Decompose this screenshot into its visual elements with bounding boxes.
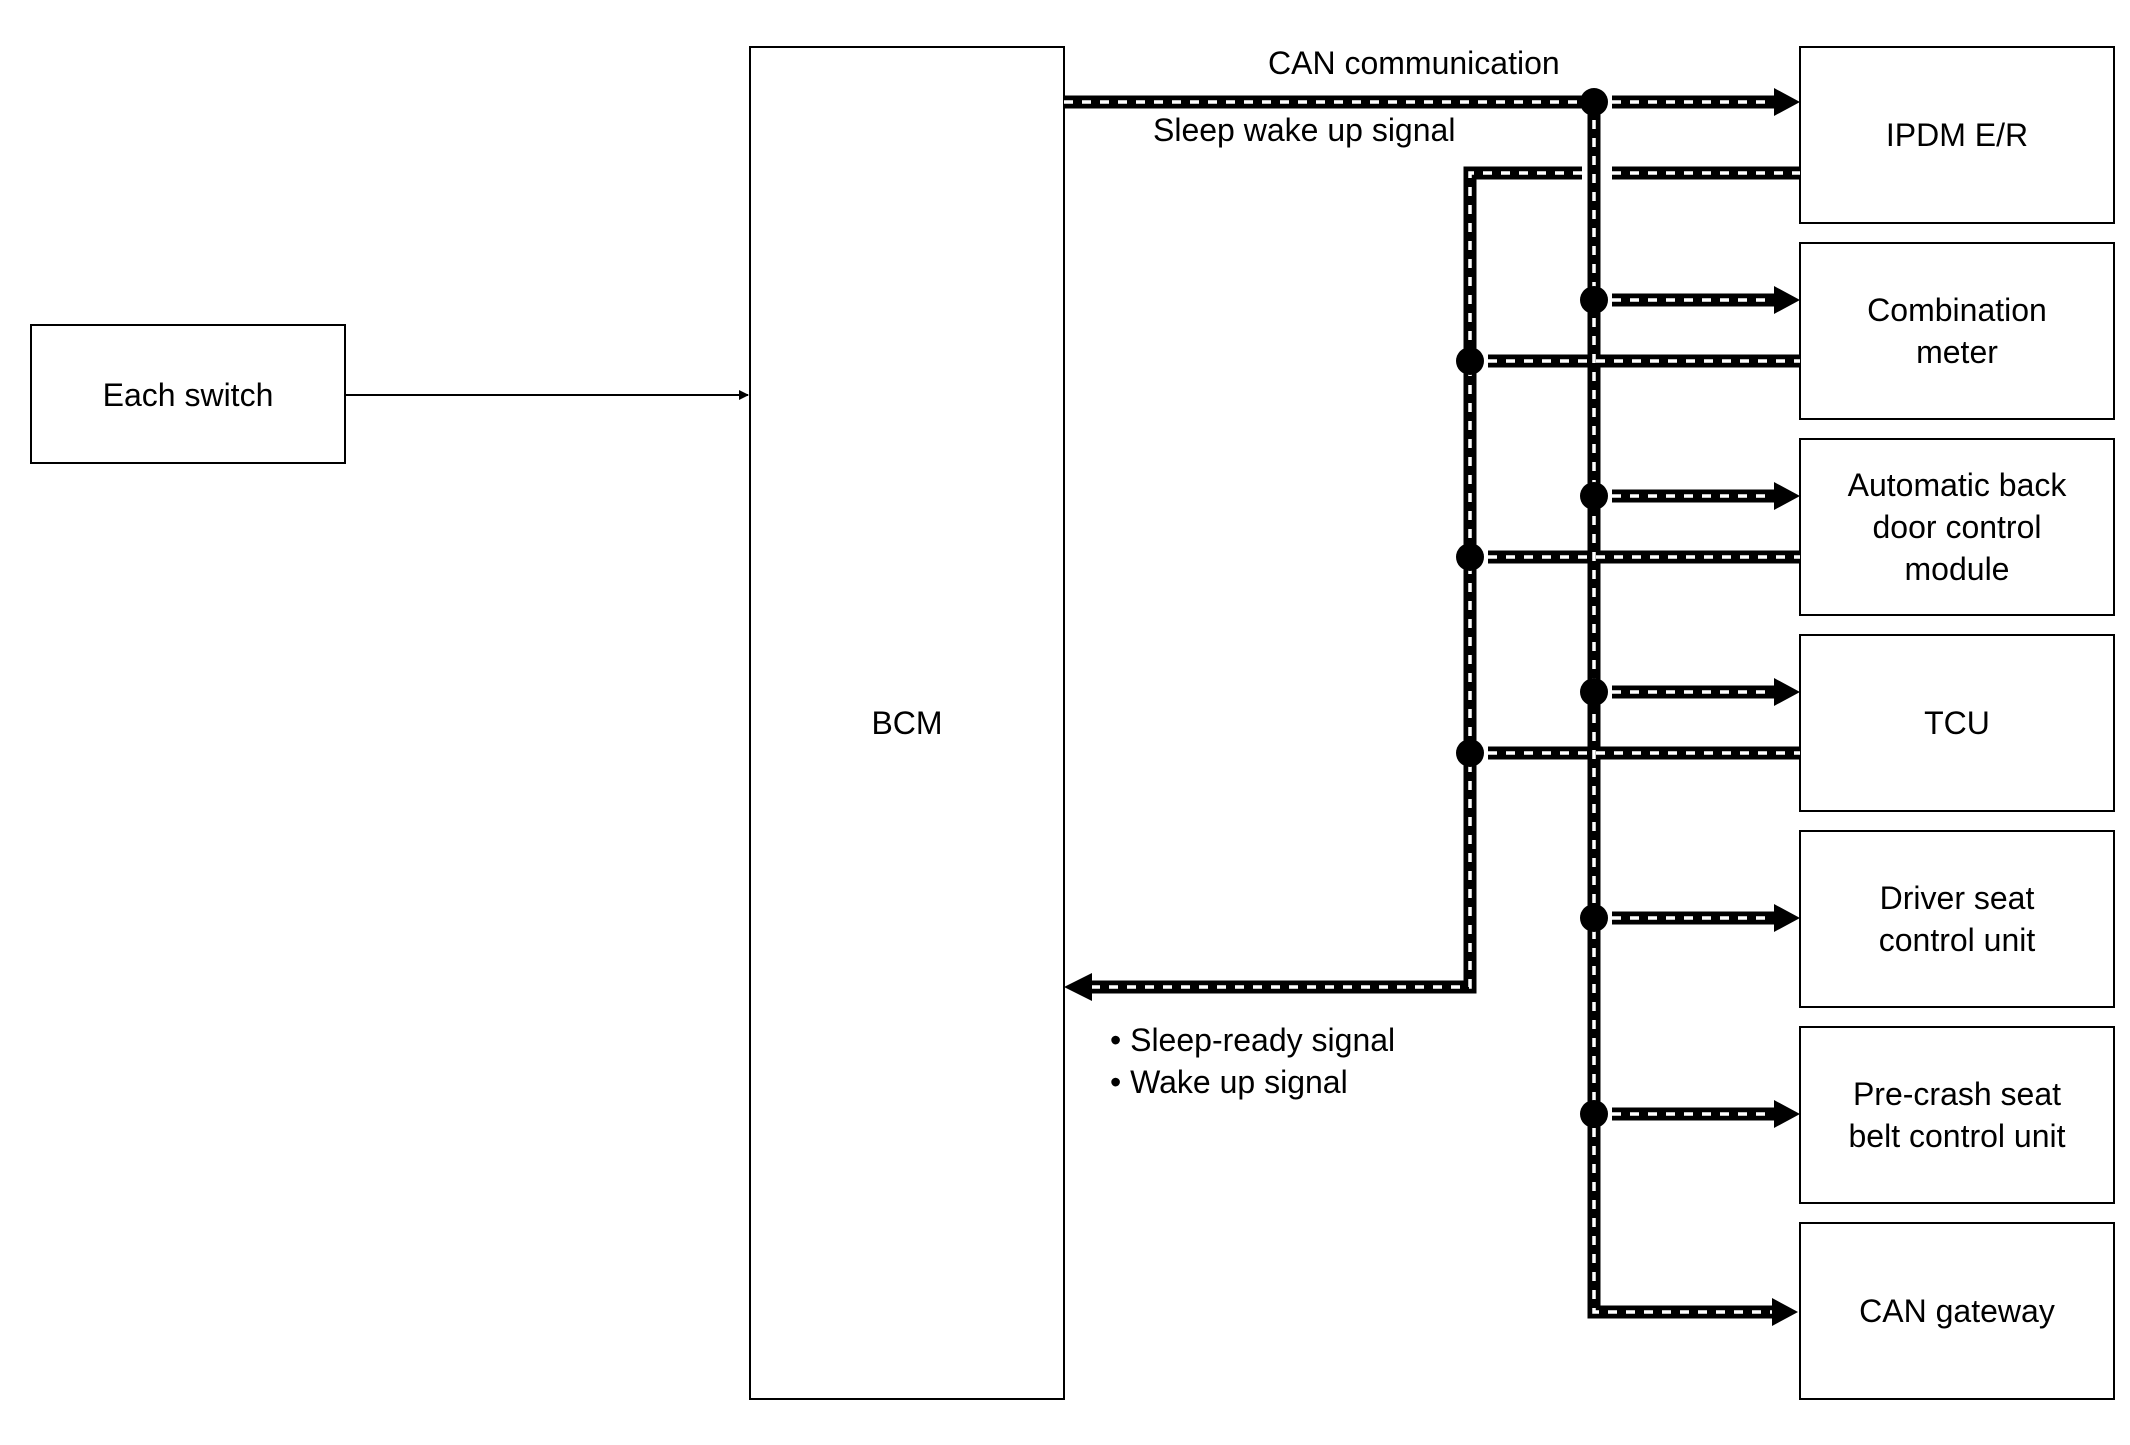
pre-crash-label: Pre-crash seat belt control unit — [1848, 1076, 2065, 1154]
combination-meter-label: Combination meter — [1867, 292, 2047, 370]
box-label-line: belt control unit — [1848, 1118, 2065, 1154]
box-label-line: Pre-crash seat — [1853, 1076, 2061, 1112]
box-label-line: module — [1905, 551, 2010, 587]
bcm-label: BCM — [871, 705, 942, 741]
box-label-line: meter — [1916, 334, 1998, 370]
pre-crash-box — [1799, 1026, 2115, 1204]
bus-arrowheads — [1064, 88, 1800, 1326]
ipdm-label: IPDM E/R — [1886, 117, 2028, 153]
bcm-box — [749, 46, 1065, 1400]
can-gateway-box — [1799, 1222, 2115, 1400]
each-switch-label: Each switch — [103, 377, 274, 413]
ipdm-box — [1799, 46, 2115, 224]
box-label-line: CAN gateway — [1859, 1293, 2055, 1329]
bus-junctions — [1456, 88, 1608, 1128]
tcu-label: TCU — [1924, 705, 1990, 741]
combination-meter-box — [1799, 242, 2115, 420]
box-label-line: IPDM E/R — [1886, 117, 2028, 153]
box-label-line: TCU — [1924, 705, 1990, 741]
box-label-line: control unit — [1879, 922, 2036, 958]
auto-back-door-box — [1799, 438, 2115, 616]
wake-up-label: • Wake up signal — [1110, 1064, 1348, 1100]
box-label-line: Driver seat — [1880, 880, 2035, 916]
driver-seat-box — [1799, 830, 2115, 1008]
box-label-line: BCM — [871, 705, 942, 741]
can-bus-lines — [1064, 95, 1800, 1319]
driver-seat-label: Driver seat control unit — [1879, 880, 2036, 958]
box-label-line: Combination — [1867, 292, 2047, 328]
box-label-line: Automatic back — [1848, 467, 2068, 503]
auto-back-door-label: Automatic back door control module — [1848, 467, 2068, 587]
can-gateway-label: CAN gateway — [1859, 1293, 2055, 1329]
sleep-wake-up-label: Sleep wake up signal — [1153, 112, 1455, 148]
box-label-line: Each switch — [103, 377, 274, 413]
can-communication-label: CAN communication — [1268, 45, 1560, 81]
sleep-ready-label: • Sleep-ready signal — [1110, 1022, 1395, 1058]
tcu-box — [1799, 634, 2115, 812]
box-label-line: door control — [1873, 509, 2042, 545]
